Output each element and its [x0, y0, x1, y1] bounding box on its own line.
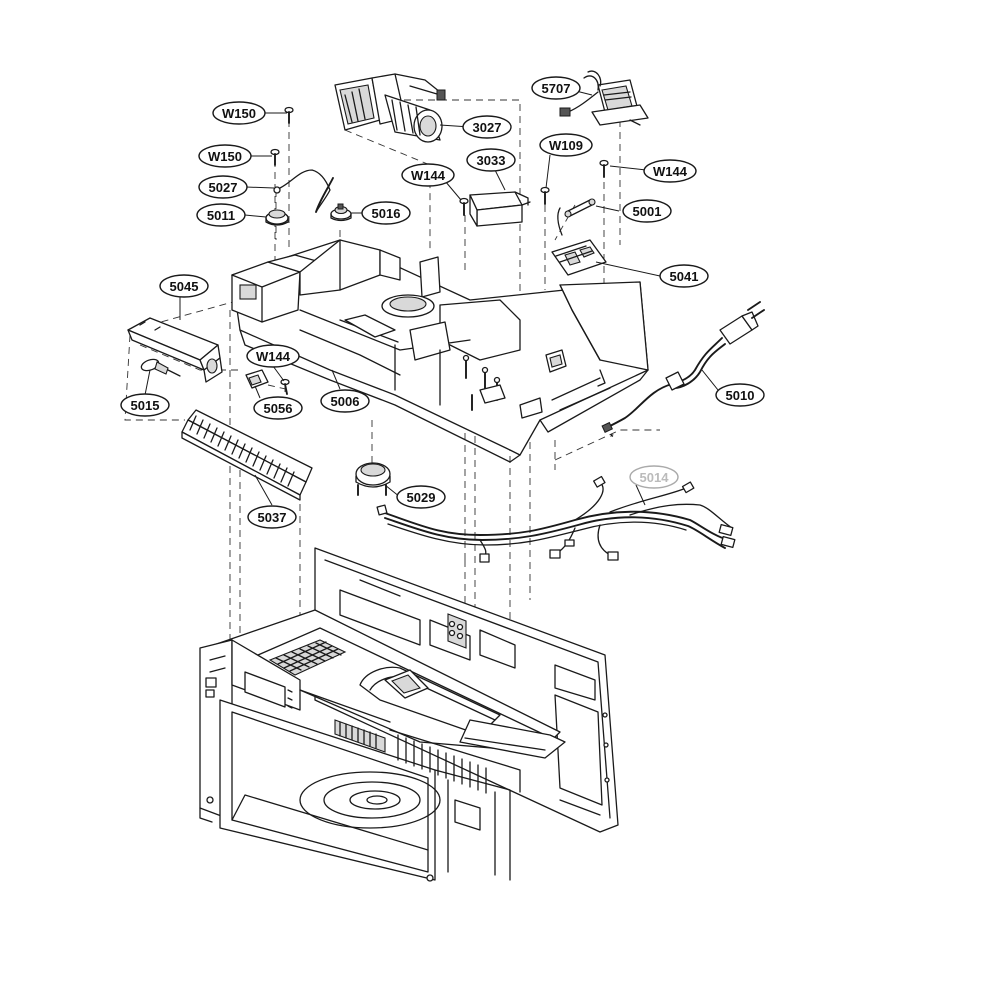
- part-label-text: 5011: [207, 208, 235, 223]
- part-label-text: 5029: [407, 490, 436, 505]
- part-label-5011: 5011: [196, 203, 246, 227]
- part-label-w109: W109: [539, 133, 593, 157]
- part-label-w144-c: W144: [246, 344, 300, 368]
- screw-w109: [540, 186, 550, 205]
- thermostat-parts: [265, 169, 352, 226]
- part-label-text: 5037: [258, 510, 287, 525]
- switch-5056: [245, 369, 269, 389]
- part-label-text: W150: [222, 106, 256, 121]
- part-label-5029: 5029: [396, 485, 446, 509]
- part-label-5010: 5010: [715, 383, 765, 407]
- wire-harness-5014: [376, 475, 736, 563]
- part-label-text: 5056: [264, 401, 293, 416]
- part-label-5027: 5027: [198, 175, 248, 199]
- part-label-w144-b: W144: [643, 159, 697, 183]
- control-board-5041: [551, 207, 607, 276]
- part-label-text: W109: [549, 138, 583, 153]
- part-label-5056: 5056: [253, 396, 303, 420]
- bracket-3033: [469, 191, 531, 227]
- part-label-text: 5006: [331, 394, 360, 409]
- part-label-5015: 5015: [120, 393, 170, 417]
- part-label-text: 5001: [633, 204, 662, 219]
- part-label-5006: 5006: [320, 389, 370, 413]
- part-label-5045: 5045: [159, 274, 209, 298]
- part-label-5016: 5016: [361, 201, 411, 225]
- part-label-3027: 3027: [462, 115, 512, 139]
- power-cord-5010: *: [601, 301, 765, 442]
- lamp-bulb-5015: [140, 358, 181, 377]
- part-label-text: 5015: [131, 398, 160, 413]
- part-label-5707: 5707: [531, 76, 581, 100]
- part-label-5041: 5041: [659, 264, 709, 288]
- part-label-text: 5707: [542, 81, 571, 96]
- part-label-5014: 5014: [629, 465, 679, 489]
- part-label-text: 5014: [640, 470, 670, 485]
- part-label-text: 5045: [170, 279, 199, 294]
- screw-w150-a: [284, 106, 294, 124]
- base-plate-5006: [231, 239, 649, 463]
- part-label-text: W144: [653, 164, 688, 179]
- screw-w150-b: [270, 148, 280, 166]
- part-label-w144-a: W144: [401, 163, 455, 187]
- svg-text:*: *: [610, 432, 614, 442]
- lamp-housing-5045: [127, 317, 223, 383]
- part-label-w150-a: W150: [212, 101, 266, 125]
- grille-slots: [189, 415, 295, 487]
- part-label-text: 5010: [726, 388, 755, 403]
- screw-w144-c: [280, 378, 290, 395]
- part-label-text: 3027: [473, 120, 502, 135]
- part-label-text: 5016: [372, 206, 401, 221]
- part-label-text: W144: [411, 168, 446, 183]
- part-label-text: 5027: [209, 180, 238, 195]
- vent-grille-5037: [181, 409, 313, 501]
- transformer-5707: [559, 70, 649, 126]
- part-label-w150-b: W150: [198, 144, 252, 168]
- leader-lines: [144, 87, 719, 506]
- blower-motor-3027: [334, 73, 446, 143]
- part-label-3033: 3033: [466, 148, 516, 172]
- screws: [270, 106, 609, 395]
- part-label-text: W144: [256, 349, 291, 364]
- part-label-5037: 5037: [247, 505, 297, 529]
- part-label-5001: 5001: [622, 199, 672, 223]
- part-label-text: 3033: [477, 153, 506, 168]
- part-label-text: W150: [208, 149, 242, 164]
- screw-w144-b: [599, 159, 609, 178]
- screw-w144-a: [459, 197, 469, 216]
- fuse-5001: [564, 198, 596, 218]
- thermal-fuse-5029: [355, 462, 391, 496]
- oven-cavity-chassis: [199, 547, 619, 882]
- part-label-text: 5041: [670, 269, 699, 284]
